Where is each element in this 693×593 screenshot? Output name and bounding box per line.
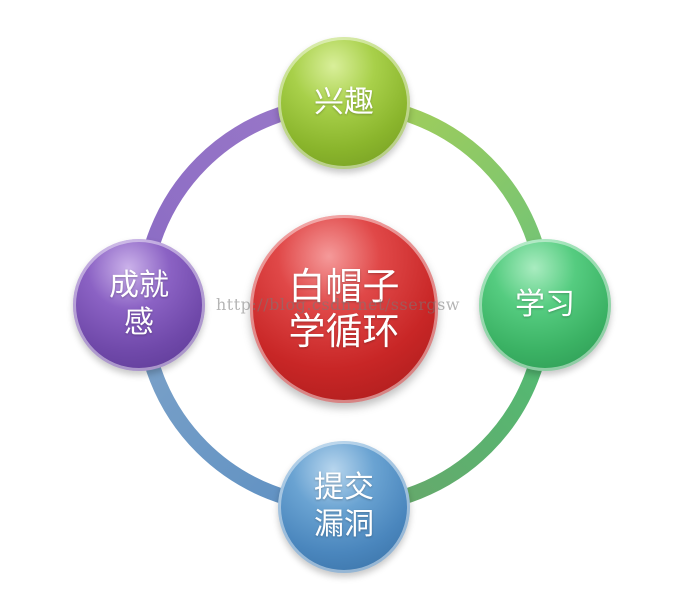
node-achievement-label-line2: 感	[124, 305, 154, 340]
node-study: 学习	[479, 239, 611, 371]
node-submit-vuln-label-line1: 提交	[314, 470, 374, 506]
node-achievement: 成就 感	[73, 239, 205, 371]
node-study-label: 学习	[515, 286, 575, 322]
node-achievement-label-line1: 成就	[109, 268, 169, 304]
center-label-line1: 白帽子	[288, 264, 400, 308]
node-submit-vuln: 提交 漏洞	[278, 441, 410, 573]
center-label-line2: 学循环	[288, 310, 400, 353]
node-submit-vuln-label-line2: 漏洞	[314, 507, 374, 542]
node-interest: 兴趣	[278, 37, 410, 169]
center-node: 白帽子 学循环	[250, 215, 438, 403]
node-interest-label: 兴趣	[314, 84, 374, 120]
